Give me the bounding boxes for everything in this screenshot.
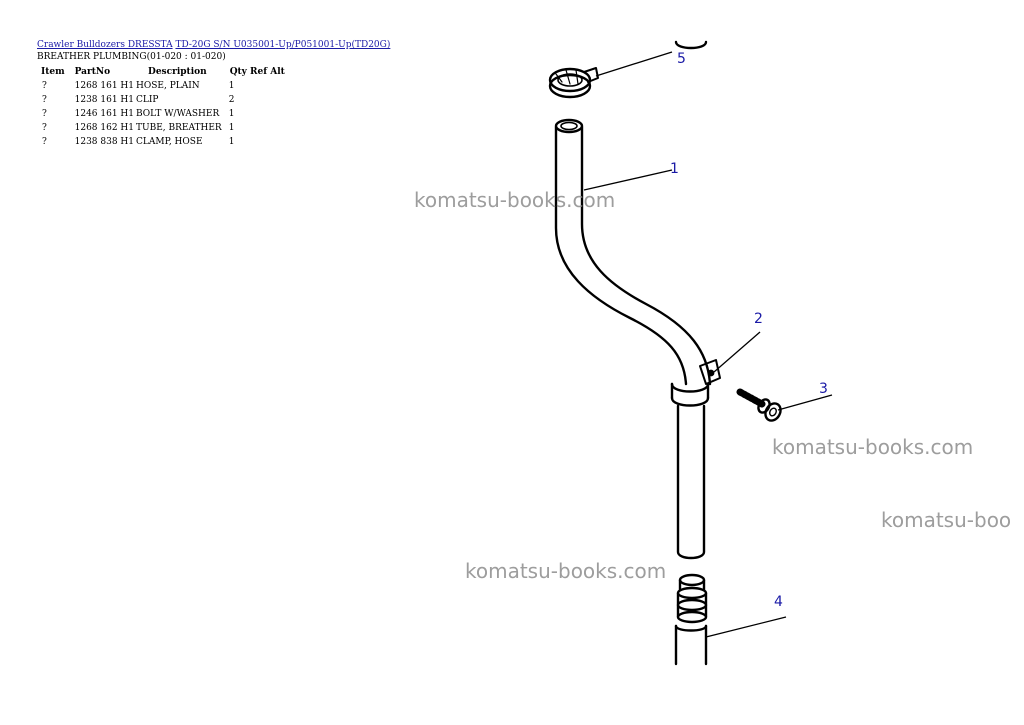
- cell-qty: 1: [228, 123, 235, 133]
- cell-qty: 1: [228, 137, 235, 147]
- watermark-text: komatsu-books.com: [414, 188, 616, 212]
- cell-description: CLIP: [136, 95, 159, 105]
- cell-item: ?: [42, 123, 47, 133]
- cell-partno: 1238 161 H1: [74, 95, 135, 105]
- cell-partno: 1268 161 H1: [74, 81, 135, 91]
- parts-table-header-row: Item PartNo Description Qty Ref Alt: [37, 67, 291, 80]
- callout-number-2: 2: [754, 311, 763, 327]
- table-row: ? 1268 161 H1 HOSE, PLAIN 1: [37, 80, 291, 94]
- page-header: Crawler Bulldozers DRESSTA TD-20G S/N U0…: [37, 40, 390, 63]
- cell-description: CLAMP, HOSE: [136, 137, 203, 147]
- table-row: ? 1246 161 H1 BOLT W/WASHER 1: [37, 108, 291, 122]
- breadcrumb-link-model-family[interactable]: Crawler Bulldozers DRESSTA: [37, 40, 173, 50]
- cell-qty: 1: [228, 109, 235, 119]
- column-header-qty-ref-alt: Qty Ref Alt: [229, 67, 285, 77]
- breadcrumb-link-model-serial[interactable]: TD-20G S/N U035001-Up/P051001-Up(TD20G): [175, 40, 391, 50]
- column-header-item: Item: [41, 67, 65, 77]
- table-row: ? 1238 838 H1 CLAMP, HOSE 1: [37, 136, 291, 150]
- cell-partno: 1246 161 H1: [74, 109, 135, 119]
- parts-table: Item PartNo Description Qty Ref Alt ? 12…: [37, 67, 291, 150]
- watermark-text: komatsu-boo: [881, 508, 1012, 532]
- column-header-description: Description: [148, 67, 207, 77]
- column-header-partno: PartNo: [74, 67, 111, 77]
- callout-number-3: 3: [819, 381, 828, 397]
- table-row: ? 1268 162 H1 TUBE, BREATHER 1: [37, 122, 291, 136]
- breadcrumb: Crawler Bulldozers DRESSTA TD-20G S/N U0…: [37, 40, 390, 51]
- clip-part: [670, 359, 721, 407]
- cell-item: ?: [42, 109, 47, 119]
- table-row: ? 1238 161 H1 CLIP 2: [37, 94, 291, 108]
- lower-tube-part: [676, 404, 706, 560]
- cell-qty: 2: [228, 95, 235, 105]
- bolt-washer-part: [736, 388, 782, 422]
- cell-item: ?: [42, 137, 47, 147]
- cell-qty: 1: [228, 81, 235, 91]
- breather-tube-part: [554, 118, 712, 386]
- cell-description: BOLT W/WASHER: [136, 109, 220, 119]
- page-subtitle: BREATHER PLUMBING(01-020 : 01-020): [37, 52, 226, 62]
- cell-item: ?: [42, 95, 47, 105]
- callout-leader-lines: [583, 51, 833, 638]
- hose-clamp-part: [548, 67, 599, 99]
- watermark-text: komatsu-books.com: [772, 435, 974, 459]
- callout-number-1: 1: [670, 161, 679, 177]
- callout-number-5: 5: [677, 51, 686, 67]
- cell-description: HOSE, PLAIN: [136, 81, 200, 91]
- cell-partno: 1268 162 H1: [74, 123, 135, 133]
- cell-item: ?: [42, 81, 47, 91]
- cell-description: TUBE, BREATHER: [136, 123, 222, 133]
- cell-partno: 1238 838 H1: [74, 137, 135, 147]
- callout-number-4: 4: [774, 594, 783, 610]
- upper-hose-end: [674, 40, 708, 50]
- hose-part: [674, 573, 708, 666]
- watermark-text: komatsu-books.com: [465, 559, 667, 583]
